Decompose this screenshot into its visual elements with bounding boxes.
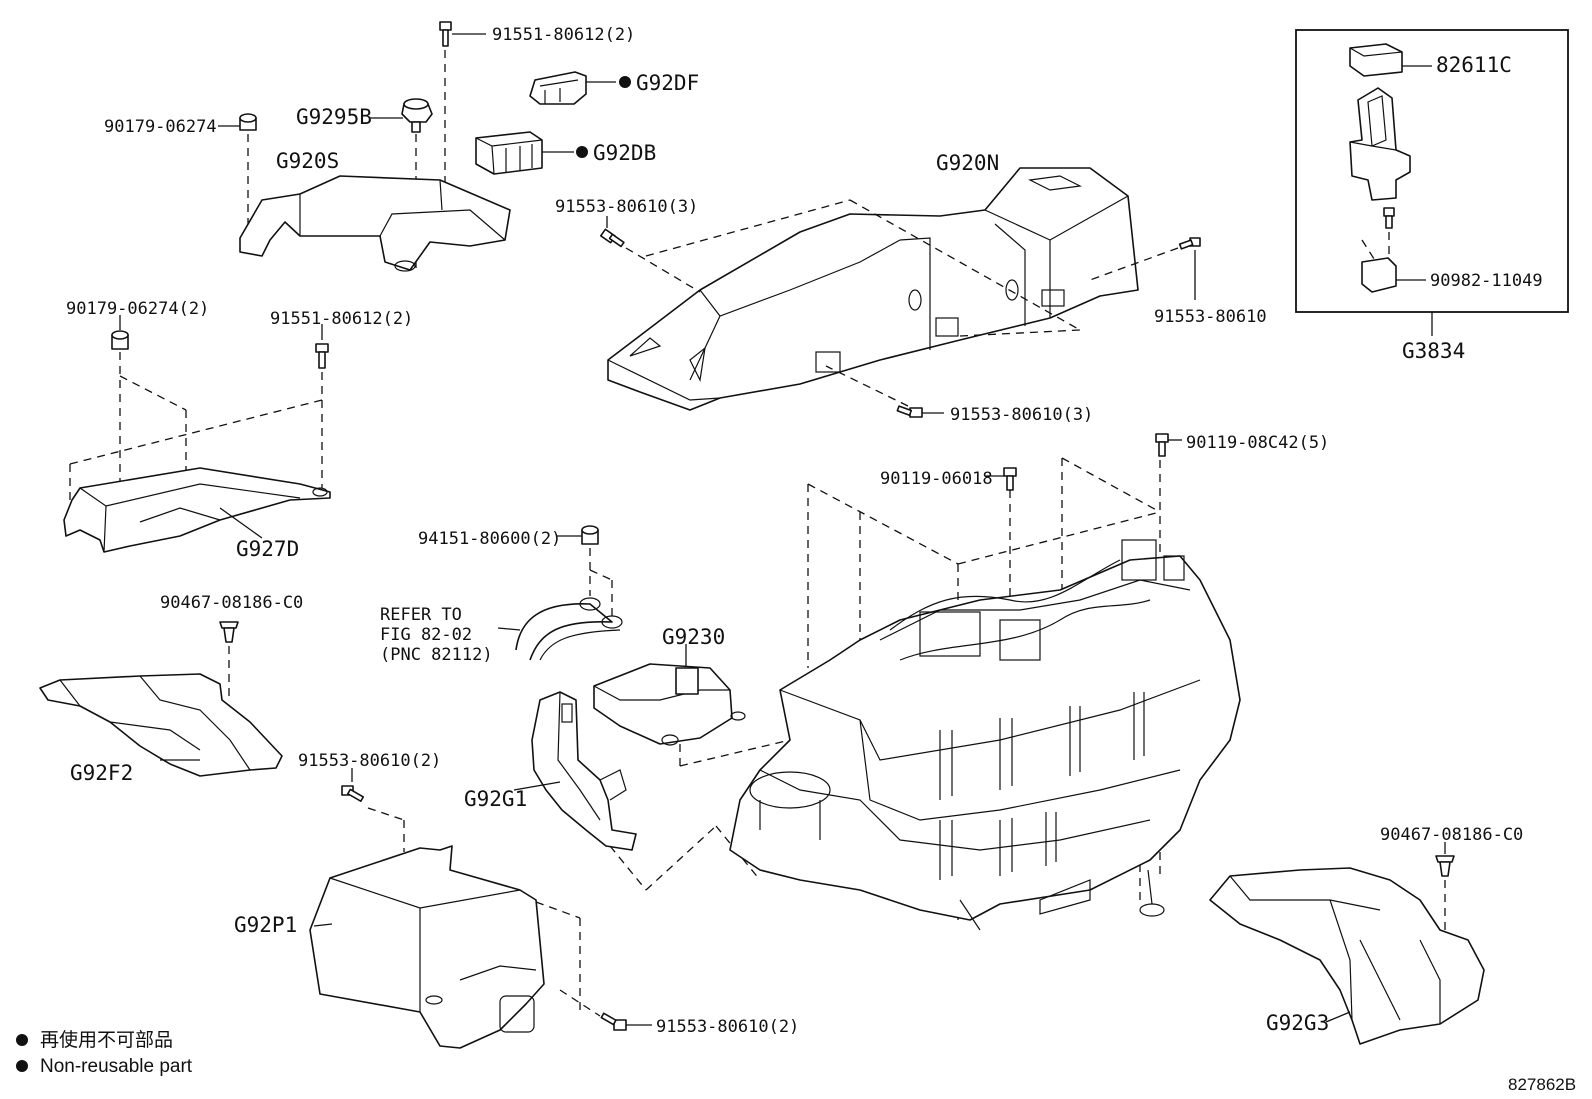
label-g92df: G92DF [636,71,699,95]
label-refer-line3: (PNC 82112) [380,645,493,665]
label-91553-80610-3-lower: 91553-80610(3) [950,405,1093,425]
label-g3834: G3834 [1402,339,1465,363]
label-g9230: G9230 [662,625,725,649]
label-90179-06274-2: 90179-06274(2) [66,299,209,319]
label-refer-line1: REFER TO [380,605,462,625]
frame-g920n [607,167,1139,411]
label-g927d: G927D [236,537,299,561]
box-g92p1 [309,845,545,1049]
bolt-91551-80612-top [439,21,452,47]
label-90179-06274: 90179-06274 [104,117,217,137]
label-91551-80612-top: 91551-80612(2) [492,25,635,45]
duct-g92g3 [1209,867,1485,1045]
label-g920n: G920N [936,151,999,175]
label-90119-08c42: 90119-08C42(5) [1186,433,1329,453]
label-g92g1: G92G1 [464,787,527,811]
bolt-91551-80612-mid [315,343,329,369]
label-g92p1: G92P1 [234,913,297,937]
non-reusable-mark-icon [619,76,631,88]
clip-90467-08186-right [1435,855,1455,877]
label-90119-06018: 90119-06018 [880,469,993,489]
legend-text-cn: 再使用不可部品 [40,1029,173,1051]
bolt-90119-08c42 [1155,433,1169,457]
label-82611c: 82611C [1436,53,1512,77]
bolt-91553-80610-upper [599,228,625,248]
label-g9295b: G9295B [296,105,372,129]
label-refer-line2: FIG 82-02 [380,625,472,645]
cover-82611c [1349,43,1403,77]
cable-refer-fig [515,597,623,661]
label-91553-80610-2-mid: 91553-80610(2) [298,751,441,771]
label-g920s: G920S [276,149,339,173]
legend-dot-icon [16,1060,28,1072]
connector-90982-11049 [1361,257,1397,293]
label-94151-80600: 94151-80600(2) [418,529,561,549]
inset-box-g3834 [1295,29,1569,313]
bolt-91553-80610-mid [341,785,365,803]
figure-code: 827862B [1508,1075,1576,1094]
relay-bracket [1349,87,1411,201]
bolt-91553-80610-right [1178,237,1201,250]
label-g92g3: G92G3 [1266,1011,1329,1035]
duct-g92f2 [39,673,283,777]
screw-inset [1383,207,1395,229]
label-91551-80612-mid: 91551-80612(2) [270,309,413,329]
duct-g92g1 [531,691,637,851]
label-91553-80610-2-bottom: 91553-80610(2) [656,1017,799,1037]
legend-dot-icon [16,1034,28,1046]
non-reusable-mark-icon [576,146,588,158]
label-90467-08186-right: 90467-08186-C0 [1380,825,1523,845]
label-91553-80610-right: 91553-80610 [1154,307,1267,327]
label-g92db: G92DB [593,141,656,165]
bolt-90119-06018 [1003,467,1017,491]
label-90467-08186-left: 90467-08186-C0 [160,593,303,613]
nut-90179-06274-2 [111,330,129,350]
label-91553-80610-3-upper: 91553-80610(3) [555,197,698,217]
nut-94151-80600 [581,525,599,545]
clip-90467-08186-left [219,621,239,643]
battery-assembly [729,539,1241,931]
block-g92db [475,131,543,175]
bolt-91553-80610-lower [896,405,923,418]
label-90982-11049: 90982-11049 [1430,271,1543,291]
relay-g92df [529,71,587,105]
legend-text-en: Non-reusable part [40,1056,193,1077]
cover-g927d [63,467,331,553]
label-g92f2: G92F2 [70,761,133,785]
bracket-g920s [239,175,511,272]
cover-g9230 [593,663,746,746]
clip-g9295b [401,98,433,133]
bolt-91553-80610-bottom [600,1012,627,1031]
nut-90179-06274 [239,113,257,131]
